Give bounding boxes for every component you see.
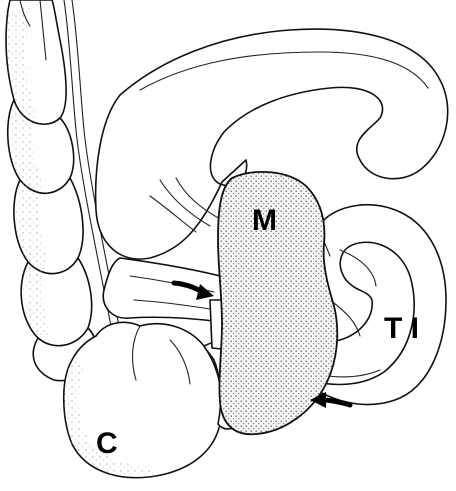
cecum-label: C [96, 427, 118, 460]
mass-label: M [252, 204, 277, 237]
ascending-colon [6, 0, 97, 381]
terminal-ileum-label: T I [384, 312, 419, 345]
cecum [64, 322, 222, 477]
mass [218, 172, 337, 434]
ileal-loop-middle [103, 258, 228, 322]
